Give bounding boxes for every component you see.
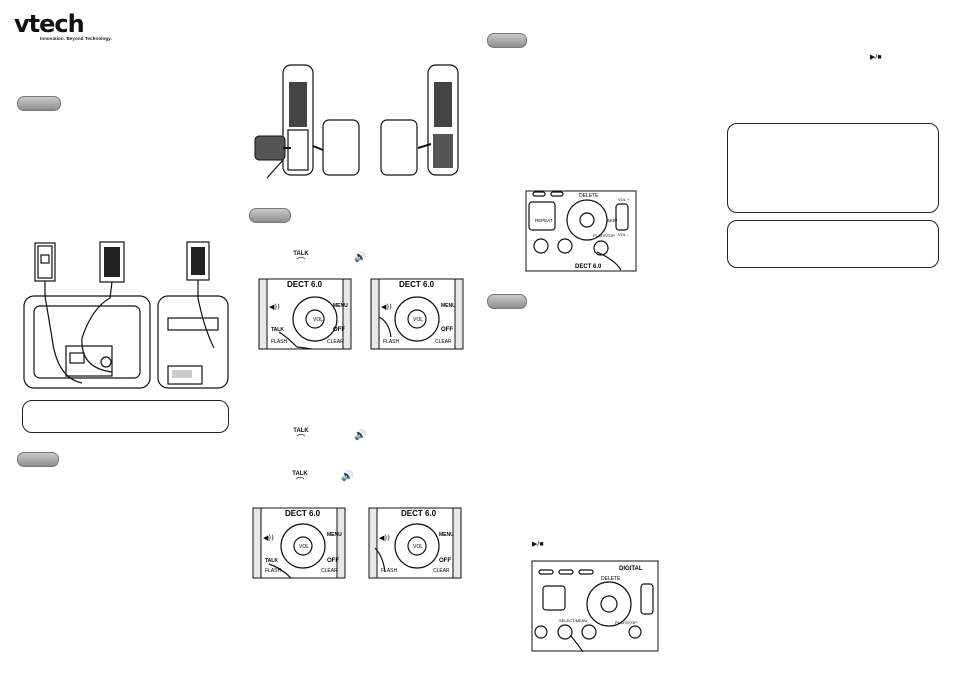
finger-pointer-icon: [278, 331, 313, 350]
speaker-icon: 🔊: [341, 471, 354, 482]
section-header-pill: [17, 452, 59, 467]
telephone-base-icon: [23, 295, 151, 389]
talk-key-label: TALK: [292, 471, 308, 477]
svg-text:DELETE: DELETE: [601, 576, 621, 582]
speaker-icon: 🔊: [354, 252, 367, 263]
svg-text:◀)): ◀)): [269, 303, 280, 311]
note-box: [727, 123, 939, 213]
svg-text:DECT 6.0: DECT 6.0: [399, 280, 435, 289]
battery-cover-icon: [312, 119, 360, 176]
handset-keypad-illustration: DECT 6.0 VOL ◀)) TALK FLASH MENU OFF CLE…: [258, 278, 352, 350]
svg-text:REPEAT: REPEAT: [535, 218, 553, 223]
handset-open-icon: [254, 64, 314, 179]
logo-tagline: Innovation. Beyond Technology.: [40, 36, 112, 41]
battery-installation-illustration: [254, 64, 459, 179]
svg-text:MENU: MENU: [439, 532, 454, 538]
svg-text:VOL: VOL: [299, 544, 309, 550]
talk-key-glyph: TALK ⌒: [291, 428, 311, 444]
phone-handset-icon: ⌒: [296, 434, 306, 444]
handset-keypad-illustration: DECT 6.0 VOL ◀)) MENU OFF CLEAR FLASH: [368, 507, 462, 579]
svg-text:DECT 6.0: DECT 6.0: [401, 509, 437, 518]
svg-text:VOL: VOL: [313, 317, 323, 323]
svg-text:MENU: MENU: [441, 303, 456, 309]
phone-handset-icon: ⌒: [295, 477, 305, 487]
svg-text:SELECT/MENU: SELECT/MENU: [559, 618, 588, 623]
svg-text:FLASH: FLASH: [271, 339, 288, 345]
svg-text:DELETE: DELETE: [579, 193, 599, 199]
section-header-pill: [249, 208, 291, 223]
base-panel-illustration: DIGITAL DELETE SELECT/MENU PLAY/STOP: [531, 560, 659, 652]
talk-key-label: TALK: [293, 251, 309, 257]
handset-keypad-illustration: DECT 6.0 VOL ◀)) TALK FLASH MENU OFF CLE…: [252, 507, 346, 579]
svg-text:CLEAR: CLEAR: [327, 339, 344, 345]
svg-text:FLASH: FLASH: [381, 568, 398, 574]
svg-text:DIGITAL: DIGITAL: [619, 566, 643, 572]
svg-text:FLASH: FLASH: [265, 568, 282, 574]
svg-text:◀)): ◀)): [263, 534, 274, 542]
note-box: [727, 220, 939, 268]
battery-cover-icon: [380, 119, 418, 176]
talk-key-glyph: TALK ⌒: [290, 471, 310, 487]
handset-keypad-illustration: DECT 6.0 VOL ◀)) MENU OFF CLEAR FLASH: [370, 278, 464, 350]
svg-text:◀)): ◀)): [381, 303, 392, 311]
charger-icon: [157, 295, 229, 389]
svg-text:CLEAR: CLEAR: [433, 568, 450, 574]
svg-text:OFF: OFF: [327, 558, 339, 564]
talk-key-glyph: TALK ⌒: [291, 251, 311, 267]
power-outlet-icon: [186, 241, 215, 349]
svg-text:TALK: TALK: [271, 327, 284, 333]
finger-pointer-icon: [570, 635, 584, 652]
svg-text:DECT 6.0: DECT 6.0: [285, 509, 321, 518]
svg-text:SKIP: SKIP: [607, 218, 617, 223]
svg-text:PLAY/STOP: PLAY/STOP: [615, 620, 637, 625]
svg-text:MENU: MENU: [327, 532, 342, 538]
svg-text:VOL +: VOL +: [618, 197, 630, 202]
svg-text:PLAY/STOP: PLAY/STOP: [593, 233, 615, 238]
finger-pointer-icon: [374, 547, 386, 573]
finger-pointer-icon: [596, 251, 622, 271]
svg-text:CLEAR: CLEAR: [321, 568, 338, 574]
base-panel-illustration: DELETE REPEAT SKIP VOL + VOL - PLAY/STOP…: [525, 190, 637, 272]
svg-text:VOL -: VOL -: [618, 232, 629, 237]
svg-text:OFF: OFF: [441, 327, 453, 333]
vtech-logo: vtech Innovation. Beyond Technology.: [14, 12, 114, 46]
phone-handset-icon: ⌒: [296, 257, 306, 267]
installation-illustration: [23, 241, 229, 389]
speaker-icon: 🔊: [354, 430, 367, 441]
section-header-pill: [17, 96, 61, 111]
logo-text: vtech: [14, 10, 85, 38]
handset-closed-icon: [417, 64, 459, 176]
note-box: [22, 400, 229, 433]
svg-text:◀)): ◀)): [379, 534, 390, 542]
svg-text:VOL: VOL: [413, 544, 423, 550]
talk-key-label: TALK: [293, 428, 309, 434]
play-stop-icon: ▶/■: [870, 54, 882, 61]
svg-text:OFF: OFF: [333, 327, 345, 333]
finger-pointer-icon: [268, 563, 292, 579]
play-stop-icon: ▶/■: [532, 541, 544, 548]
svg-text:CLEAR: CLEAR: [435, 339, 452, 345]
section-header-pill: [487, 294, 527, 309]
svg-text:TALK: TALK: [265, 558, 278, 564]
svg-text:OFF: OFF: [439, 558, 451, 564]
power-outlet-icon: [81, 241, 125, 339]
finger-pointer-icon: [378, 316, 392, 338]
svg-text:FLASH: FLASH: [383, 339, 400, 345]
dect-label: DECT 6.0: [287, 280, 323, 289]
section-header-pill: [487, 33, 527, 48]
wall-jack-icon: [34, 242, 56, 296]
svg-text:DECT 6.0: DECT 6.0: [575, 264, 602, 270]
svg-text:VOL: VOL: [413, 317, 423, 323]
svg-text:MENU: MENU: [333, 303, 348, 309]
